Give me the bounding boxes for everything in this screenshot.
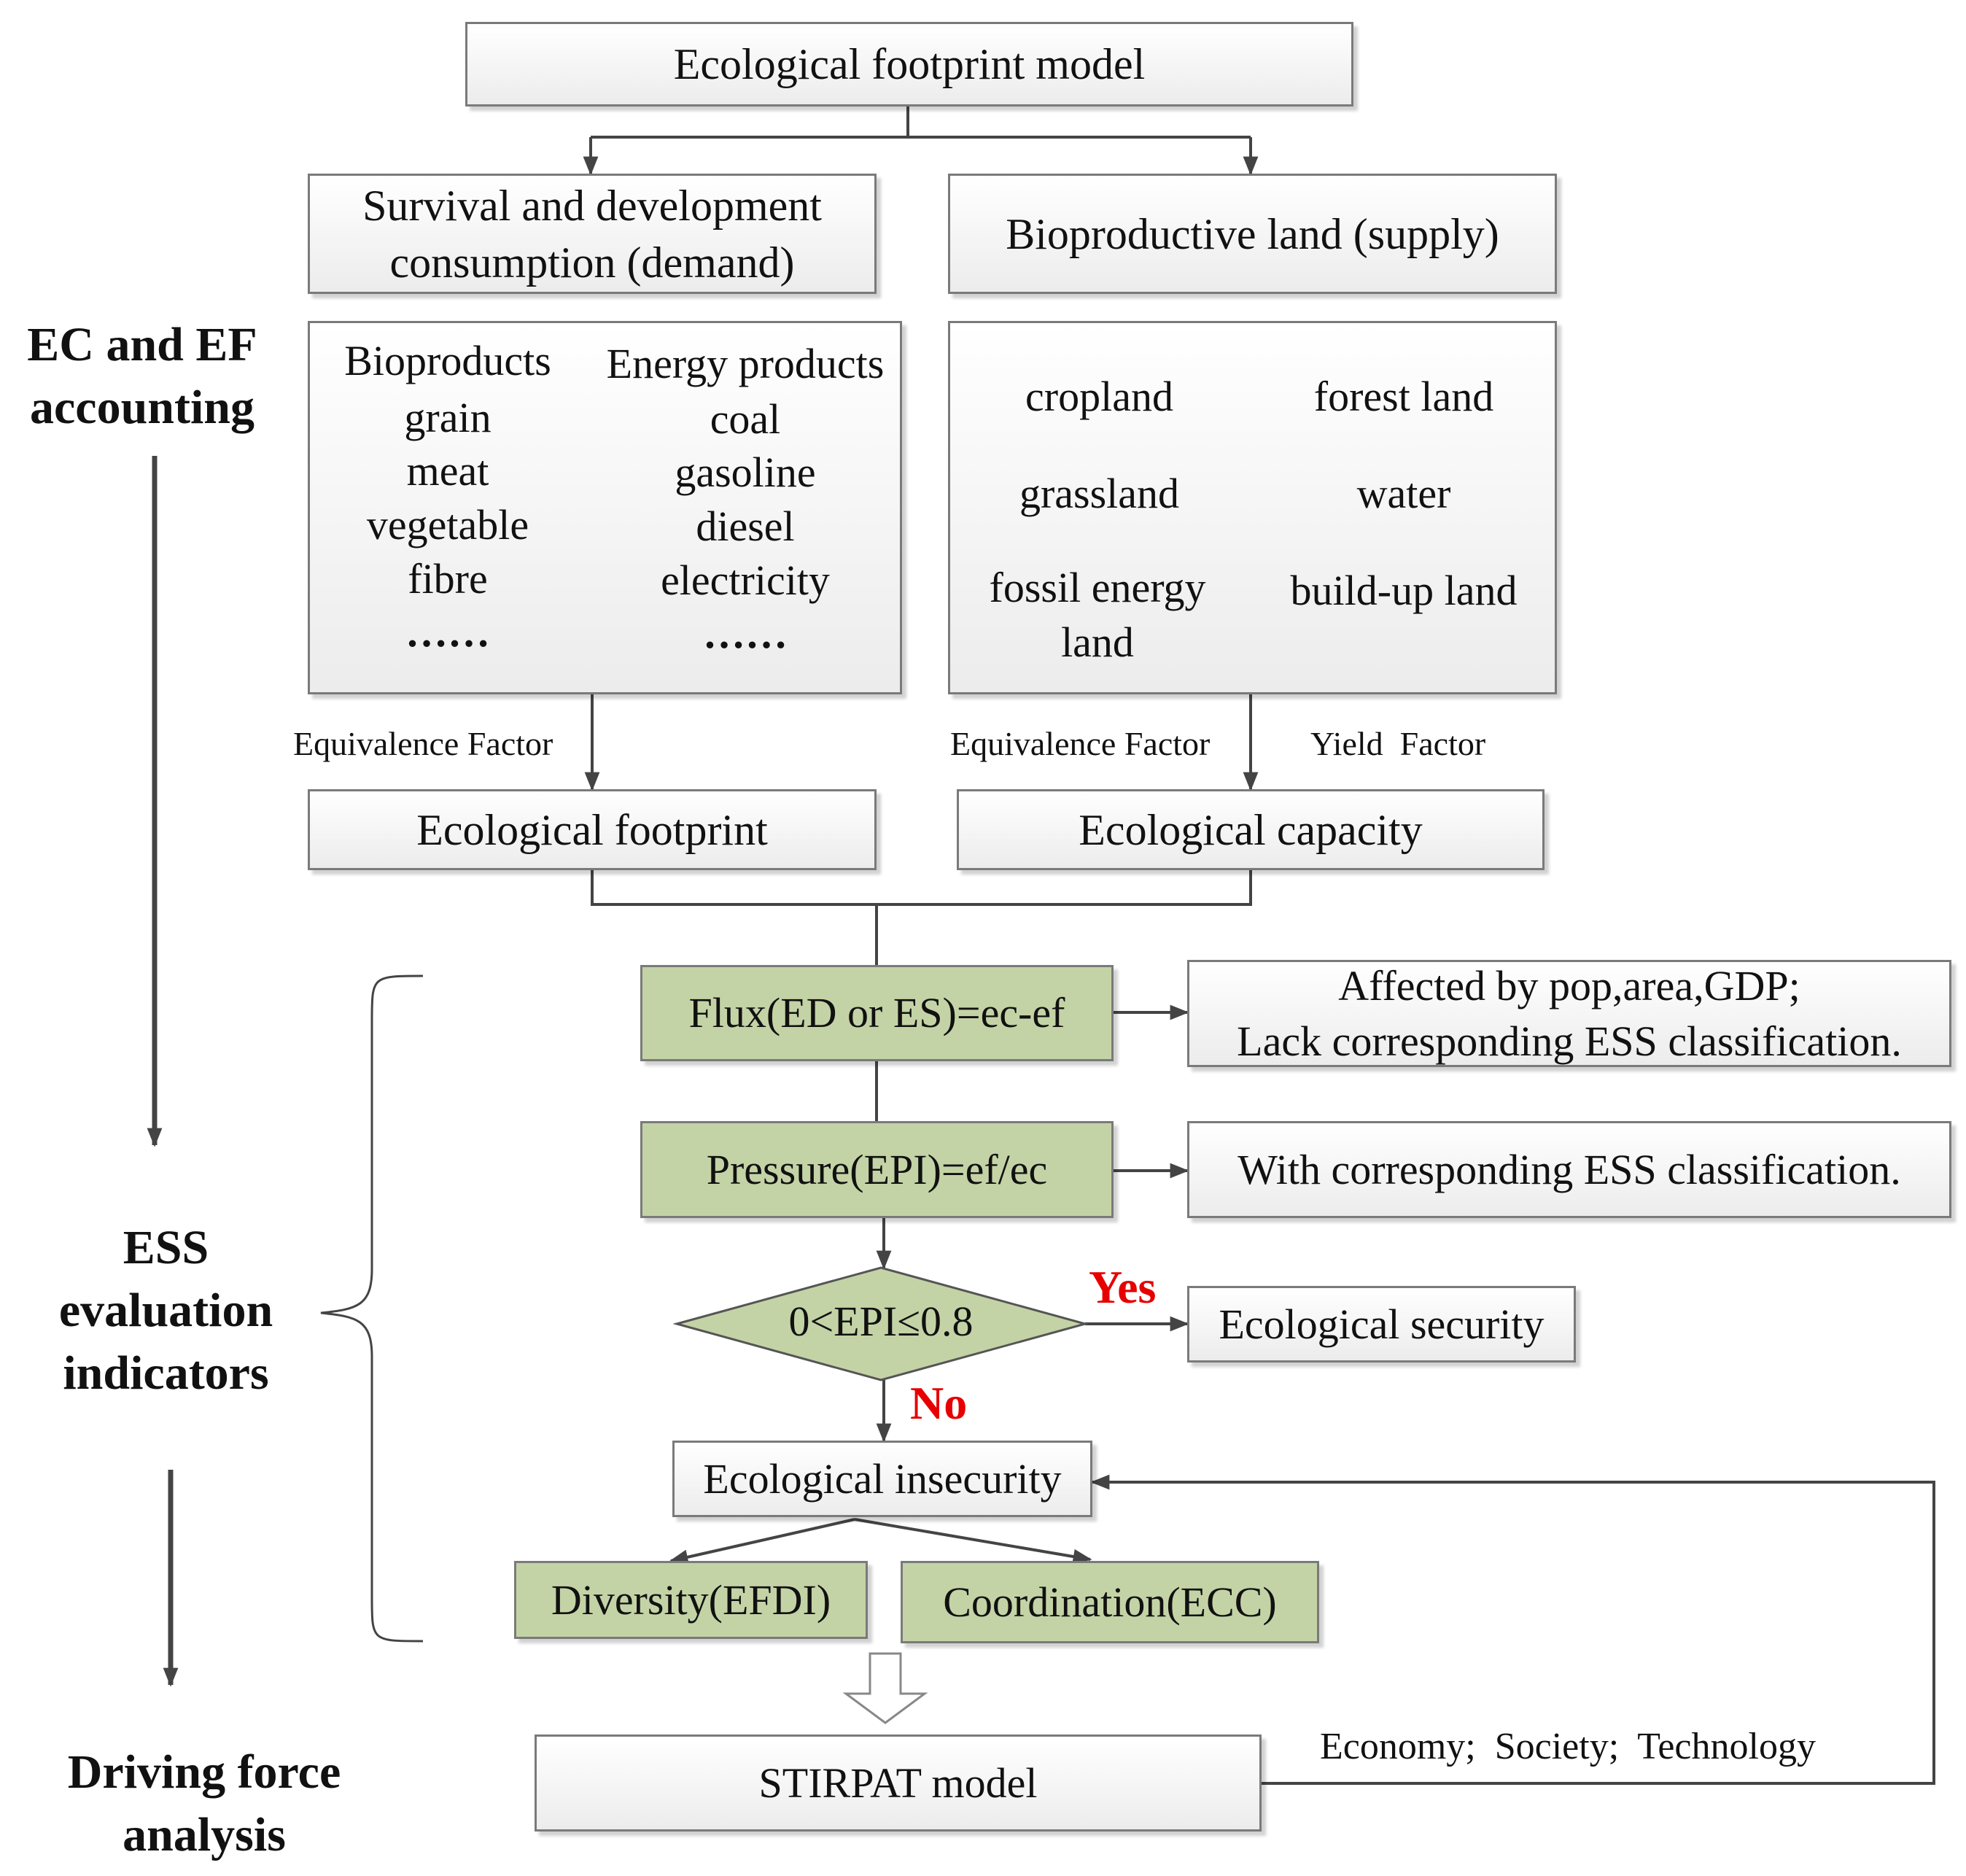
land-grassland: grassland <box>1019 470 1180 517</box>
insecurity-box: Ecological insecurity <box>672 1441 1092 1517</box>
bioproducts-header: Bioproducts <box>344 337 551 384</box>
yield-factor: Yield Factor <box>1310 725 1486 762</box>
arrow-to-diversity <box>669 1518 855 1565</box>
energy-header: Energy products <box>606 340 885 387</box>
supply-box: Bioproductive land (supply) <box>948 174 1557 294</box>
flux-note-line: Affected by pop,area,GDP; <box>1338 962 1800 1010</box>
equivalence-factor-left: Equivalence Factor <box>293 725 553 762</box>
security-box: Ecological security <box>1187 1286 1576 1363</box>
flux-box: Flux(ED or ES)=ec-ef <box>640 965 1114 1061</box>
side-label-accounting: EC and EF accounting <box>27 318 257 434</box>
ec-box: Ecological capacity <box>957 789 1545 870</box>
hollow-down-arrow <box>842 1652 928 1724</box>
bio-item: …… <box>405 608 490 656</box>
coordination-box: Coordination(ECC) <box>901 1561 1319 1643</box>
energy-products-column: Energy products coal gasoline diesel ele… <box>592 337 898 661</box>
land-fossil-energy: fossil energy land <box>989 564 1206 667</box>
land-box <box>948 321 1557 694</box>
energy-item: gasoline <box>675 449 816 497</box>
ef-box-label: Ecological footprint <box>416 805 768 854</box>
decision-diamond <box>672 1266 1089 1381</box>
bio-item: fibre <box>408 554 488 602</box>
ef-box: Ecological footprint <box>308 789 877 870</box>
land-cropland: cropland <box>1025 373 1173 420</box>
bio-item: meat <box>406 447 489 495</box>
pressure-note-box: With corresponding ESS classification. <box>1187 1121 1951 1218</box>
pressure-box: Pressure(EPI)=ef/ec <box>640 1121 1114 1218</box>
bio-item: vegetable <box>366 500 529 549</box>
energy-item: diesel <box>696 502 795 550</box>
bio-item: grain <box>404 393 491 441</box>
top-box: Ecological footprint model <box>465 22 1353 106</box>
energy-item: …… <box>703 610 788 658</box>
diversity-box: Diversity(EFDI) <box>514 1561 868 1639</box>
energy-item: coal <box>710 395 781 443</box>
land-buildup: build-up land <box>1290 567 1518 614</box>
decision-label: 0<EPI≤0.8 <box>788 1298 974 1345</box>
demand-box: Survival and development consumption (de… <box>308 174 877 294</box>
security-box-label: Ecological security <box>1219 1300 1545 1348</box>
supply-box-label: Bioproductive land (supply) <box>1006 209 1499 258</box>
pressure-box-label: Pressure(EPI)=ef/ec <box>706 1145 1048 1193</box>
bioproducts-column: Bioproducts grain meat vegetable fibre …… <box>316 334 579 659</box>
no-label: No <box>910 1377 968 1429</box>
coordination-box-label: Coordination(ECC) <box>943 1578 1277 1626</box>
ess-brace <box>320 974 424 1643</box>
line-merge <box>591 870 1252 906</box>
diversity-box-label: Diversity(EFDI) <box>551 1575 831 1624</box>
side-label-ess: ESS evaluation indicators <box>58 1221 273 1400</box>
stirpat-box: STIRPAT model <box>535 1734 1262 1832</box>
stirpat-factors: Economy; Society; Technology <box>1320 1726 1816 1767</box>
demand-box-label: Survival and development consumption (de… <box>362 181 822 287</box>
land-forest: forest land <box>1313 373 1494 420</box>
flux-box-label: Flux(ED or ES)=ec-ef <box>688 989 1065 1037</box>
products-box <box>308 321 902 694</box>
pressure-note-label: With corresponding ESS classification. <box>1238 1145 1901 1193</box>
arrow-to-coordination <box>854 1518 1092 1565</box>
flux-note-line: Lack corresponding ESS classification. <box>1237 1017 1902 1065</box>
stirpat-box-label: STIRPAT model <box>758 1759 1038 1807</box>
equivalence-factor-right: Equivalence Factor <box>950 725 1211 762</box>
side-label-driving: Driving force analysis <box>67 1745 341 1861</box>
insecurity-box-label: Ecological insecurity <box>703 1454 1062 1503</box>
ec-box-label: Ecological capacity <box>1079 805 1423 854</box>
feedback-loop <box>1090 1474 1935 1785</box>
yes-label: Yes <box>1089 1261 1157 1313</box>
top-box-label: Ecological footprint model <box>673 40 1146 88</box>
land-water: water <box>1356 470 1451 517</box>
flux-note-box: Affected by pop,area,GDP; Lack correspon… <box>1187 960 1951 1067</box>
energy-item: electricity <box>661 556 830 604</box>
